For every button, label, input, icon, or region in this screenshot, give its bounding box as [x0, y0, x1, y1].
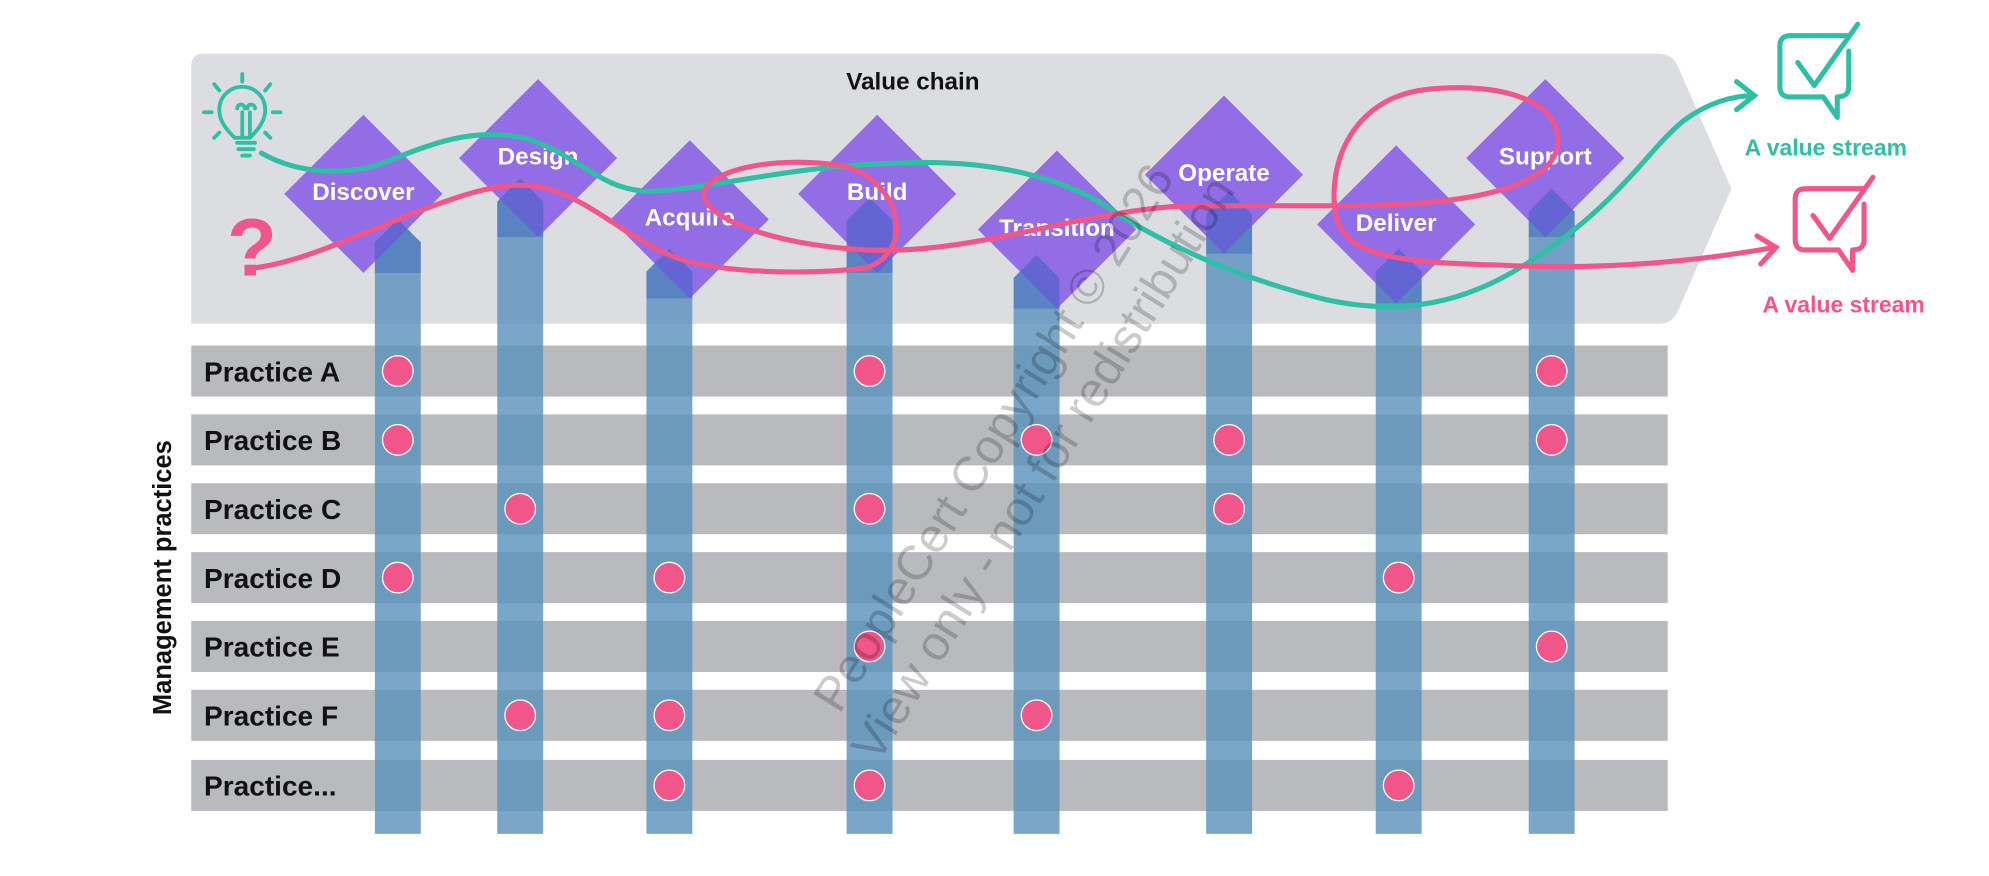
practice-stage-dot: [504, 492, 537, 525]
practice-stage-dot: [1020, 699, 1053, 732]
teal-check-bubble-icon: [1777, 21, 1861, 120]
practice-stage-dot: [1535, 355, 1568, 387]
stage-label: Discover: [312, 179, 415, 206]
stage-column: [1013, 255, 1060, 834]
pink-value-stream-label: A value stream: [1762, 291, 1924, 317]
stage-column-overlap: [846, 197, 893, 273]
stage-label: Acquire: [645, 205, 735, 232]
stage-diamond-operate: Operate: [1144, 95, 1304, 254]
practice-stage-dot: [504, 699, 537, 732]
stage-label: Operate: [1178, 160, 1270, 187]
practice-stage-dot: [653, 699, 686, 732]
practice-stage-dot: [653, 561, 686, 594]
pink-value-stream-path: [252, 85, 1778, 275]
practice-stage-dot: [1213, 423, 1246, 456]
teal-value-stream-label: A value stream: [1745, 135, 1907, 161]
practice-stage-dot: [1213, 492, 1246, 525]
management-practices-label: Management practices: [149, 440, 177, 715]
practice-stage-dot: [381, 561, 414, 594]
practice-label: Practice B: [204, 425, 341, 456]
practice-label: Practice...: [204, 771, 337, 802]
practice-stage-dot: [853, 492, 886, 525]
stage-column-overlap: [497, 178, 544, 238]
stage-column-overlap: [1528, 188, 1575, 238]
practice-stage-dot: [1382, 561, 1415, 594]
lightbulb-icon: [202, 72, 283, 158]
practice-label: Practice F: [204, 701, 338, 732]
stage-column: [646, 248, 693, 834]
stage-diamond-build: Build: [798, 114, 957, 273]
practice-label: Practice E: [204, 632, 340, 663]
question-mark-icon: ?: [227, 202, 277, 293]
practice-stage-dot: [853, 769, 886, 802]
pink-arrow-head-icon: [1754, 233, 1781, 267]
pink-check-bubble-icon: [1792, 174, 1876, 273]
practice-label: Practice C: [204, 494, 341, 525]
practice-stage-dot: [1535, 630, 1568, 663]
practice-stage-dot: [853, 355, 886, 387]
practice-label: Practice A: [204, 356, 340, 387]
stage-column: [1375, 248, 1422, 834]
stage-column-overlap: [1375, 248, 1422, 304]
stage-column-overlap: [1013, 255, 1060, 309]
stage-column-overlap: [374, 219, 421, 273]
value-chain-title: Value chain: [846, 68, 979, 95]
practice-stage-dot: [653, 769, 686, 802]
practice-label: Practice D: [204, 563, 341, 594]
stage-label: Deliver: [1356, 210, 1437, 237]
practice-stage-dot: [1020, 423, 1053, 456]
teal-value-stream-path: [258, 93, 1756, 310]
practice-stage-dot: [381, 355, 414, 387]
stage-diamond-support: Support: [1466, 79, 1625, 238]
practice-stage-dot: [381, 423, 414, 456]
stage-column: [1528, 188, 1575, 834]
teal-arrow-head-icon: [1734, 79, 1759, 113]
practice-stage-dot: [1382, 769, 1415, 802]
practice-stage-dot: [853, 630, 886, 663]
practice-stage-dot: [1535, 423, 1568, 456]
stage-column: [374, 219, 421, 834]
